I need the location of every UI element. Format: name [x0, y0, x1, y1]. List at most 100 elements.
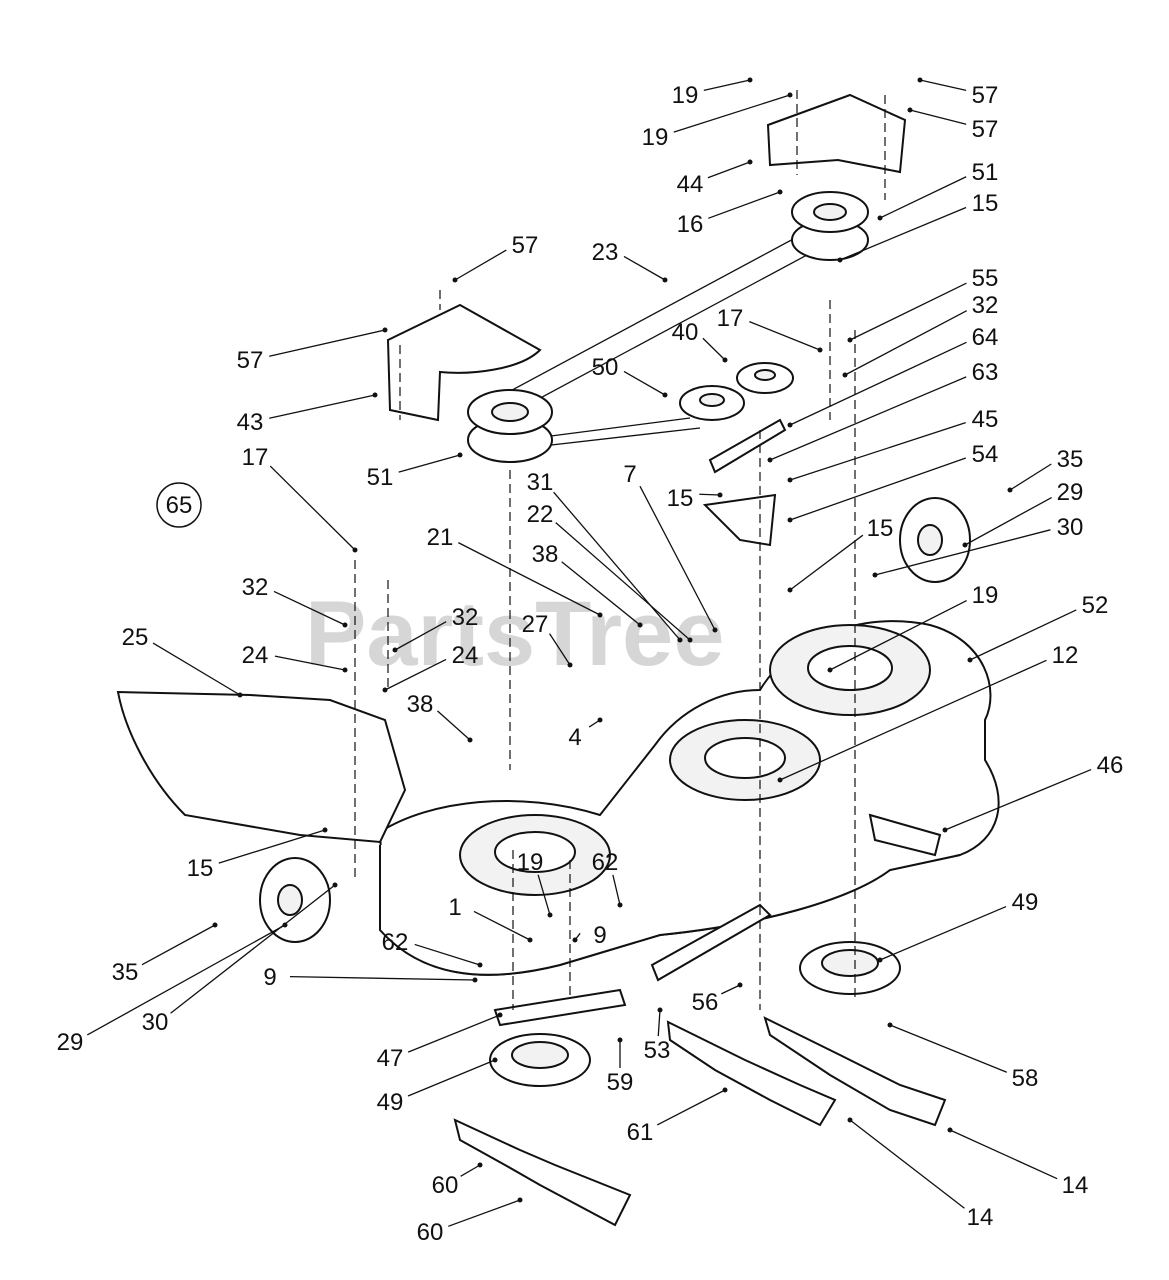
part-callout-10: 57 — [237, 347, 264, 374]
leader-line-15 — [702, 337, 726, 361]
leader-line-38 — [549, 633, 571, 666]
part-callout-33: 32 — [242, 574, 269, 601]
group-marker-circle — [156, 482, 202, 528]
leader-arrowhead-64 — [947, 1127, 953, 1133]
part-callout-61: 61 — [627, 1119, 654, 1146]
leader-line-12 — [849, 282, 967, 341]
blade-adapter-right — [799, 941, 901, 995]
leader-line-11 — [269, 394, 376, 419]
leader-arrowhead-56 — [497, 1012, 503, 1018]
idler-pulley-flat — [679, 385, 745, 421]
leader-arrowhead-1 — [917, 77, 923, 83]
leader-line-17 — [789, 341, 967, 426]
blade-center — [666, 1020, 837, 1127]
leader-arrowhead-43 — [777, 777, 783, 783]
part-callout-0: 19 — [672, 82, 699, 109]
part-callout-64: 14 — [1062, 1172, 1089, 1199]
part-callout-55: 49 — [1012, 889, 1039, 916]
leader-line-61 — [656, 1089, 726, 1126]
group-marker-label: 65 — [166, 492, 193, 519]
leader-line-50 — [612, 874, 621, 906]
left-spindle-pulley — [467, 389, 553, 463]
leader-line-0 — [703, 79, 751, 91]
leader-arrowhead-61 — [722, 1087, 728, 1093]
leader-arrowhead-41 — [827, 667, 833, 673]
leader-lines — [86, 77, 1092, 1227]
leader-arrowhead-18 — [767, 457, 773, 463]
part-callout-26: 15 — [867, 515, 894, 542]
leader-line-56 — [407, 1014, 501, 1053]
leader-arrowhead-48 — [332, 882, 338, 888]
leader-line-5 — [708, 191, 781, 219]
blade-left — [453, 1118, 632, 1227]
leader-line-52 — [537, 874, 551, 916]
leader-arrowhead-36 — [382, 687, 388, 693]
leader-arrowhead-65 — [477, 1162, 483, 1168]
part-callout-24: 29 — [1057, 479, 1084, 506]
part-callout-50: 62 — [592, 849, 619, 876]
leader-line-27 — [553, 491, 681, 641]
part-callout-35: 32 — [452, 604, 479, 631]
leader-line-30 — [561, 561, 641, 626]
leader-line-26 — [789, 534, 864, 591]
leader-arrowhead-25 — [872, 572, 878, 578]
leader-arrowhead-60 — [737, 982, 743, 988]
leader-line-46 — [141, 924, 216, 966]
leader-arrowhead-66 — [847, 1117, 853, 1123]
left-belt-cover — [386, 303, 542, 422]
leader-arrowhead-33 — [342, 622, 348, 628]
leader-line-66 — [849, 1119, 965, 1209]
leader-arrowhead-39 — [467, 737, 473, 743]
part-callout-31: 21 — [427, 524, 454, 551]
leader-line-13 — [749, 321, 821, 351]
leader-line-31 — [458, 542, 601, 616]
leader-line-37 — [152, 642, 241, 696]
leader-arrowhead-15 — [722, 357, 728, 363]
leader-line-29 — [555, 522, 691, 641]
leader-arrowhead-31 — [597, 612, 603, 618]
part-callout-13: 17 — [717, 305, 744, 332]
leader-arrowhead-44 — [942, 827, 948, 833]
leader-line-33 — [273, 590, 346, 626]
leader-arrowhead-11 — [372, 392, 378, 398]
gauge-wheel-right — [899, 497, 971, 583]
right-belt-cover — [766, 93, 907, 174]
leader-line-16 — [623, 370, 666, 396]
leader-line-47 — [86, 924, 286, 1036]
part-callout-29: 22 — [527, 501, 554, 528]
part-callout-42: 52 — [1082, 592, 1109, 619]
part-callout-63: 60 — [417, 1219, 444, 1246]
part-callout-6: 51 — [972, 159, 999, 186]
part-callout-41: 19 — [972, 582, 999, 609]
leader-line-32 — [269, 465, 356, 551]
leader-line-45 — [218, 829, 326, 864]
leader-arrowhead-3 — [907, 107, 913, 113]
leader-line-24 — [964, 496, 1052, 546]
assembly-lines — [354, 90, 886, 1010]
leader-arrowhead-10 — [382, 327, 388, 333]
part-callout-46: 35 — [112, 959, 139, 986]
watermark: PartsTree — [305, 583, 724, 685]
leader-arrowhead-52 — [547, 912, 553, 918]
leader-line-10 — [269, 329, 386, 357]
leader-arrowhead-51 — [527, 937, 533, 943]
leader-arrowhead-28 — [712, 627, 718, 633]
leader-arrowhead-21 — [717, 492, 723, 498]
leader-arrowhead-45 — [322, 827, 328, 833]
leader-arrowhead-8 — [662, 277, 668, 283]
part-callout-18: 63 — [972, 359, 999, 386]
leader-line-28 — [639, 485, 716, 631]
leader-line-43 — [779, 659, 1047, 781]
leader-line-23 — [1009, 463, 1052, 491]
part-callout-2: 19 — [642, 124, 669, 151]
leader-arrowhead-49 — [472, 977, 478, 983]
part-callout-25: 30 — [1057, 514, 1084, 541]
part-callout-4: 44 — [677, 171, 704, 198]
part-callout-40: 4 — [568, 724, 581, 751]
leader-arrowhead-4 — [747, 159, 753, 165]
part-callout-57: 49 — [377, 1089, 404, 1116]
part-callout-3: 57 — [972, 116, 999, 143]
leader-arrowhead-23 — [1007, 487, 1013, 493]
